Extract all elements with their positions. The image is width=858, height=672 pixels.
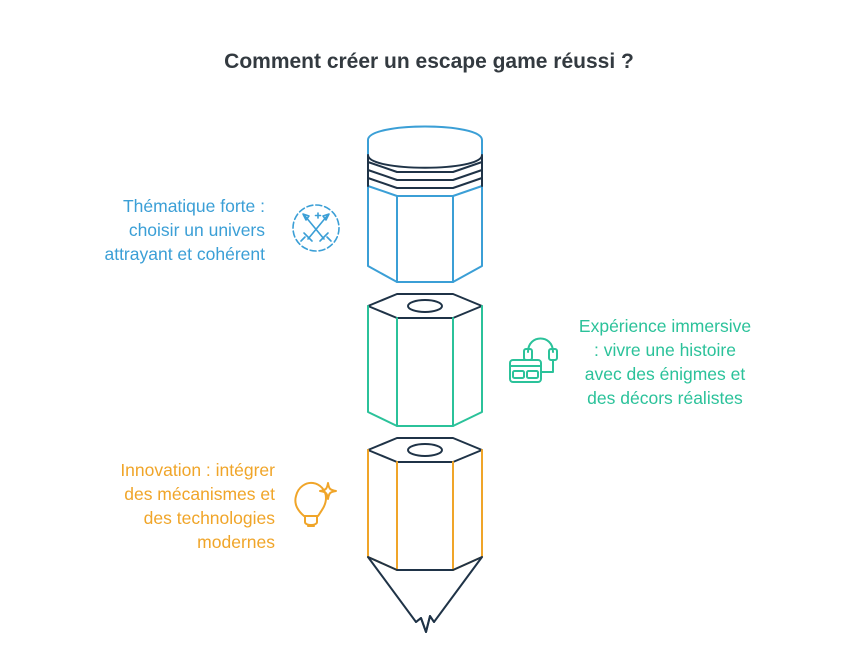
- label-line: des technologies: [143, 508, 275, 528]
- label-line: Expérience immersive: [578, 316, 752, 336]
- page-title: Comment créer un escape game réussi ?: [224, 50, 634, 73]
- middle-segment: [367, 293, 483, 427]
- segment-label-thematique: Thématique forte : choisir un univers at…: [60, 194, 265, 266]
- label-line: des mécanismes et: [124, 484, 275, 504]
- label-line: modernes: [197, 532, 275, 552]
- segment-label-experience: Expérience immersive : vivre une histoir…: [560, 314, 770, 410]
- eraser-segment: [367, 125, 483, 283]
- label-line: : vivre une histoire: [593, 340, 736, 360]
- tip-segment: [367, 437, 483, 633]
- vr-headset-icon: [509, 337, 558, 383]
- label-line: Innovation : intégrer: [120, 460, 275, 480]
- lightbulb-icon: [294, 481, 337, 527]
- label-line: avec des énigmes et: [584, 364, 746, 384]
- label-line: choisir un univers: [128, 220, 265, 240]
- label-line: attrayant et cohérent: [104, 244, 265, 264]
- label-line: des décors réalistes: [587, 388, 743, 408]
- segment-label-innovation: Innovation : intégrer des mécanismes et …: [60, 458, 275, 554]
- swords-icon: [292, 204, 340, 252]
- label-line: Thématique forte :: [122, 196, 265, 216]
